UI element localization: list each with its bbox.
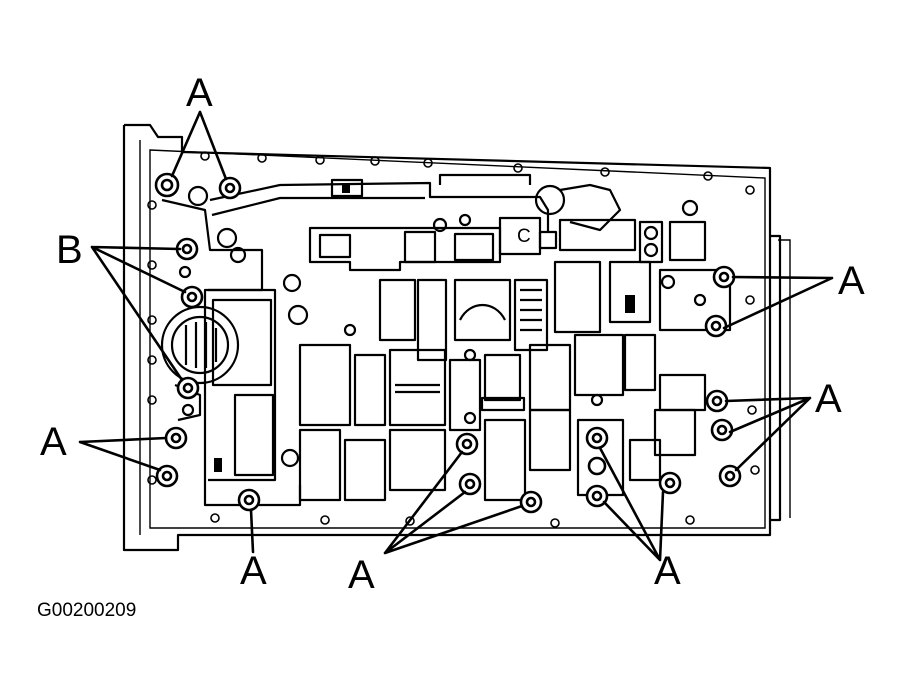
bolt-heads bbox=[154, 172, 742, 514]
callout-a-bottom-right: A bbox=[654, 549, 681, 593]
callout-a-bottom-left: A bbox=[240, 549, 267, 593]
bolt-small bbox=[587, 456, 607, 476]
callout-a-bottom-center: A bbox=[348, 553, 375, 597]
bolt-a bbox=[458, 472, 482, 496]
callout-a-right-lower: A bbox=[815, 377, 842, 421]
bolt-a bbox=[237, 488, 261, 512]
bolt-a bbox=[164, 426, 188, 450]
bolt-a bbox=[519, 490, 543, 514]
callout-b: B bbox=[56, 228, 83, 272]
bolt-b bbox=[180, 285, 204, 309]
figure-code: G00200209 bbox=[37, 600, 136, 621]
bolt-a bbox=[704, 314, 728, 338]
bolt-b bbox=[175, 237, 199, 261]
bolt-a bbox=[154, 172, 180, 198]
callout-labels: A B A A A A A A bbox=[40, 71, 865, 597]
bolt-a bbox=[455, 432, 479, 456]
valve-body-internals: C bbox=[160, 173, 732, 507]
valve-body-outline bbox=[122, 123, 791, 552]
bolt-a bbox=[710, 418, 734, 442]
bolt-a bbox=[218, 176, 242, 200]
bolt-a bbox=[585, 484, 609, 508]
callout-a-right-upper: A bbox=[838, 259, 865, 303]
bolt-a bbox=[585, 426, 609, 450]
svg-text:C: C bbox=[517, 226, 531, 247]
leader-lines bbox=[78, 110, 834, 562]
bolt-a bbox=[718, 464, 742, 488]
bolt-a bbox=[155, 464, 179, 488]
bolt-b bbox=[176, 376, 200, 400]
callout-a-top: A bbox=[186, 71, 213, 115]
callout-a-left: A bbox=[40, 420, 67, 464]
bolt-a bbox=[658, 471, 682, 495]
bolt-a bbox=[712, 265, 736, 289]
bolt-a bbox=[705, 389, 729, 413]
